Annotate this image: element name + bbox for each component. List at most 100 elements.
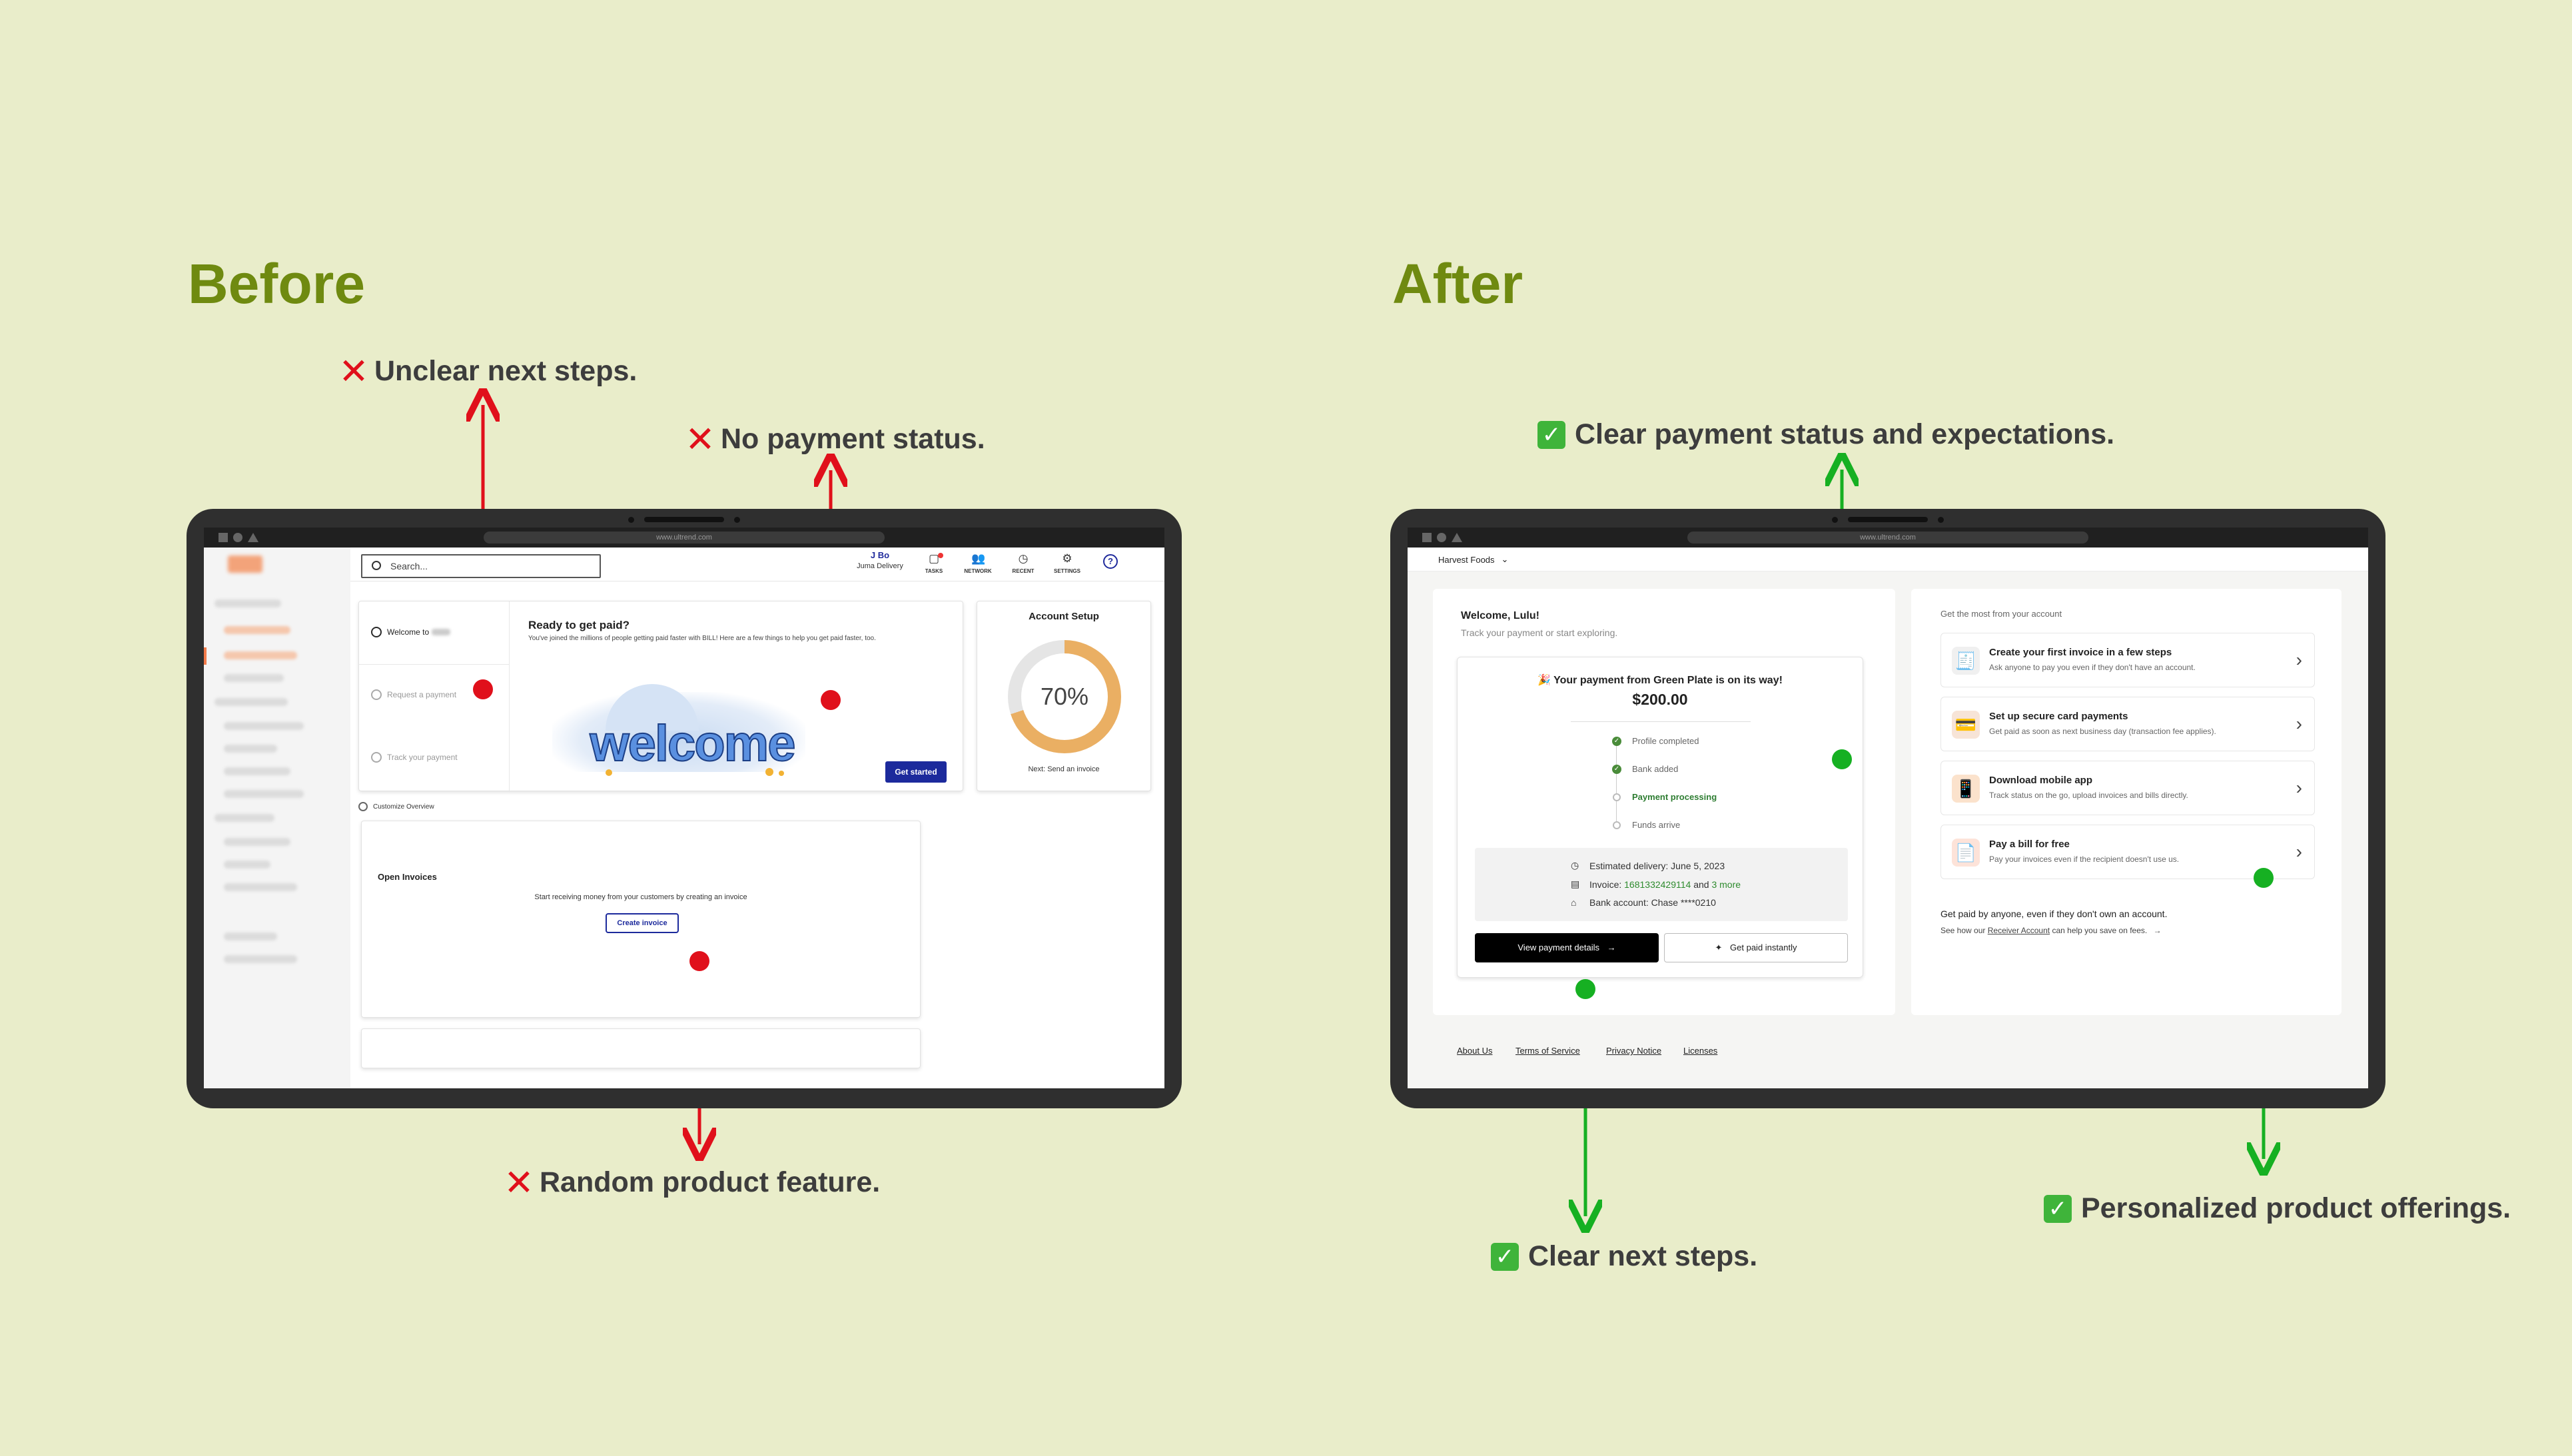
open-invoices-title: Open Invoices bbox=[378, 872, 437, 882]
note-personalized-offerings: ✓ Personalized product offerings. bbox=[2044, 1192, 2511, 1225]
timeline-step-current: Payment processing bbox=[1612, 792, 1717, 802]
chevron-down-icon: ⌄ bbox=[1501, 554, 1509, 564]
user-menu[interactable]: J Bo Juma Delivery bbox=[847, 550, 913, 570]
step-welcome[interactable]: Welcome to bbox=[371, 627, 451, 637]
welcome-illustration: welcome bbox=[526, 675, 832, 781]
promo-title: Get paid by anyone, even if they don't o… bbox=[1940, 909, 2168, 919]
nav-network[interactable]: 👥NETWORK bbox=[964, 552, 992, 575]
account-setup-card: Account Setup 70% Next: Send an invoice bbox=[977, 601, 1151, 791]
people-icon: 👥 bbox=[971, 552, 986, 565]
after-device-frame: www.ultrend.com Harvest Foods ⌄ Welcome,… bbox=[1390, 509, 2385, 1108]
red-pin bbox=[473, 679, 493, 699]
camera-notch bbox=[644, 517, 724, 522]
progress-label: 70% bbox=[1021, 653, 1108, 740]
right-title: Get the most from your account bbox=[1940, 609, 2062, 619]
logo bbox=[228, 555, 262, 573]
timeline-line bbox=[1616, 740, 1617, 825]
footer-about[interactable]: About Us bbox=[1457, 1046, 1493, 1056]
get-started-button[interactable]: Get started bbox=[885, 761, 947, 783]
payment-status-card: 🎉 Your payment from Green Plate is on it… bbox=[1457, 657, 1863, 978]
check-circle-icon bbox=[371, 627, 382, 637]
more-invoices-link[interactable]: 3 more bbox=[1711, 879, 1741, 890]
chevron-right-icon: › bbox=[2296, 713, 2302, 734]
get-paid-instantly-button[interactable]: ✦ Get paid instantly bbox=[1664, 933, 1848, 962]
progress-donut: 70% bbox=[1008, 640, 1121, 753]
offer-card[interactable]: 📄 Pay a bill for free Pay your invoices … bbox=[1940, 825, 2315, 879]
address-bar[interactable]: www.ultrend.com bbox=[1687, 532, 2088, 544]
green-pin bbox=[2254, 868, 2274, 888]
check-circle-icon bbox=[371, 689, 382, 700]
step-track-payment[interactable]: Track your payment bbox=[371, 752, 458, 763]
receiver-account-link[interactable]: Receiver Account bbox=[1987, 926, 2050, 935]
step-request-payment[interactable]: Request a payment bbox=[371, 689, 456, 700]
payment-title: 🎉 Your payment from Green Plate is on it… bbox=[1537, 675, 1783, 686]
offer-card[interactable]: 💳 Set up secure card payments Get paid a… bbox=[1940, 697, 2315, 751]
note-unclear-next-steps: ✕ Unclear next steps. bbox=[338, 352, 638, 392]
search-icon bbox=[372, 561, 381, 570]
bank-row: ⌂ Bank account: Chase ****0210 bbox=[1571, 897, 1716, 908]
check-icon: ✓ bbox=[1612, 764, 1621, 774]
hero-text: You've joined the millions of people get… bbox=[528, 635, 876, 642]
footer-privacy[interactable]: Privacy Notice bbox=[1606, 1046, 1662, 1056]
sidebar bbox=[204, 547, 350, 1088]
offer-card[interactable]: 🧾 Create your first invoice in a few ste… bbox=[1940, 633, 2315, 687]
footer-terms[interactable]: Terms of Service bbox=[1515, 1046, 1580, 1056]
timeline-step: ✓ Bank added bbox=[1612, 764, 1678, 774]
payment-amount: $200.00 bbox=[1632, 691, 1688, 708]
nav-tasks[interactable]: ▢TASKS bbox=[925, 552, 943, 575]
clock-icon: ◷ bbox=[1571, 860, 1579, 871]
invoice-number-link[interactable]: 1681332429114 bbox=[1624, 879, 1691, 890]
sparkle-icon: ✦ bbox=[1715, 942, 1723, 952]
pending-icon bbox=[1613, 821, 1621, 829]
org-switcher[interactable]: Harvest Foods ⌄ bbox=[1438, 554, 1509, 565]
greeting-sub: Track your payment or start exploring. bbox=[1461, 627, 1618, 638]
after-screen: Harvest Foods ⌄ Welcome, Lulu! Track you… bbox=[1408, 547, 2368, 1088]
help-icon[interactable]: ? bbox=[1103, 554, 1118, 569]
red-pin bbox=[689, 951, 709, 971]
cross-icon: ✕ bbox=[338, 352, 369, 392]
customize-overview[interactable]: Customize Overview bbox=[358, 802, 434, 811]
timeline-step: Funds arrive bbox=[1612, 820, 1680, 830]
chevron-right-icon: › bbox=[2296, 649, 2302, 670]
green-pin bbox=[1832, 749, 1852, 769]
hero-title: Ready to get paid? bbox=[528, 619, 630, 631]
address-bar[interactable]: www.ultrend.com bbox=[484, 532, 885, 544]
notification-dot bbox=[938, 553, 943, 558]
view-payment-details-button[interactable]: View payment details → bbox=[1475, 933, 1659, 962]
next-step-text: Next: Send an invoice bbox=[1028, 765, 1100, 773]
open-invoices-text: Start receiving money from your customer… bbox=[534, 893, 747, 901]
bill-icon: 📄 bbox=[1952, 839, 1980, 867]
right-panel: Get the most from your account 🧾 Create … bbox=[1911, 589, 2342, 1015]
card-icon: 💳 bbox=[1952, 711, 1980, 739]
nav-settings[interactable]: ⚙SETTINGS bbox=[1053, 552, 1080, 575]
note-clear-payment-status: ✓ Clear payment status and expectations. bbox=[1537, 418, 2114, 451]
footer-licenses[interactable]: Licenses bbox=[1683, 1046, 1718, 1056]
invoice-row: ▤ Invoice: 1681332429114 and 3 more bbox=[1571, 879, 1741, 890]
customize-icon bbox=[358, 802, 368, 811]
before-heading: Before bbox=[188, 252, 366, 315]
chevron-right-icon: › bbox=[2296, 777, 2302, 798]
offer-card[interactable]: 📱 Download mobile app Track status on th… bbox=[1940, 761, 2315, 815]
green-pin bbox=[1575, 979, 1595, 999]
check-icon: ✓ bbox=[1491, 1242, 1519, 1271]
before-device-frame: www.ultrend.com Search... bbox=[187, 509, 1182, 1108]
red-pin bbox=[821, 690, 841, 710]
note-clear-next-steps: ✓ Clear next steps. bbox=[1491, 1240, 1757, 1273]
browser-chrome: www.ultrend.com bbox=[1408, 528, 2368, 547]
camera-notch bbox=[1848, 517, 1928, 522]
pending-icon bbox=[1613, 793, 1621, 801]
next-card bbox=[361, 1028, 921, 1068]
invoice-icon: 🧾 bbox=[1952, 647, 1980, 675]
company-name: Juma Delivery bbox=[857, 562, 903, 570]
document-icon: ▤ bbox=[1571, 879, 1580, 889]
gear-icon: ⚙ bbox=[1062, 552, 1072, 565]
tasks-icon: ▢ bbox=[928, 552, 940, 565]
nav-recent[interactable]: ◷RECENT bbox=[1012, 552, 1035, 575]
account-setup-title: Account Setup bbox=[1029, 611, 1099, 622]
search-input[interactable]: Search... bbox=[361, 554, 601, 578]
cross-icon: ✕ bbox=[504, 1163, 534, 1203]
note-random-feature: ✕ Random product feature. bbox=[504, 1163, 881, 1203]
arrow-right-icon: → bbox=[2153, 926, 2162, 935]
create-invoice-button[interactable]: Create invoice bbox=[606, 913, 679, 933]
open-invoices-card: Open Invoices Start receiving money from… bbox=[361, 821, 921, 1018]
